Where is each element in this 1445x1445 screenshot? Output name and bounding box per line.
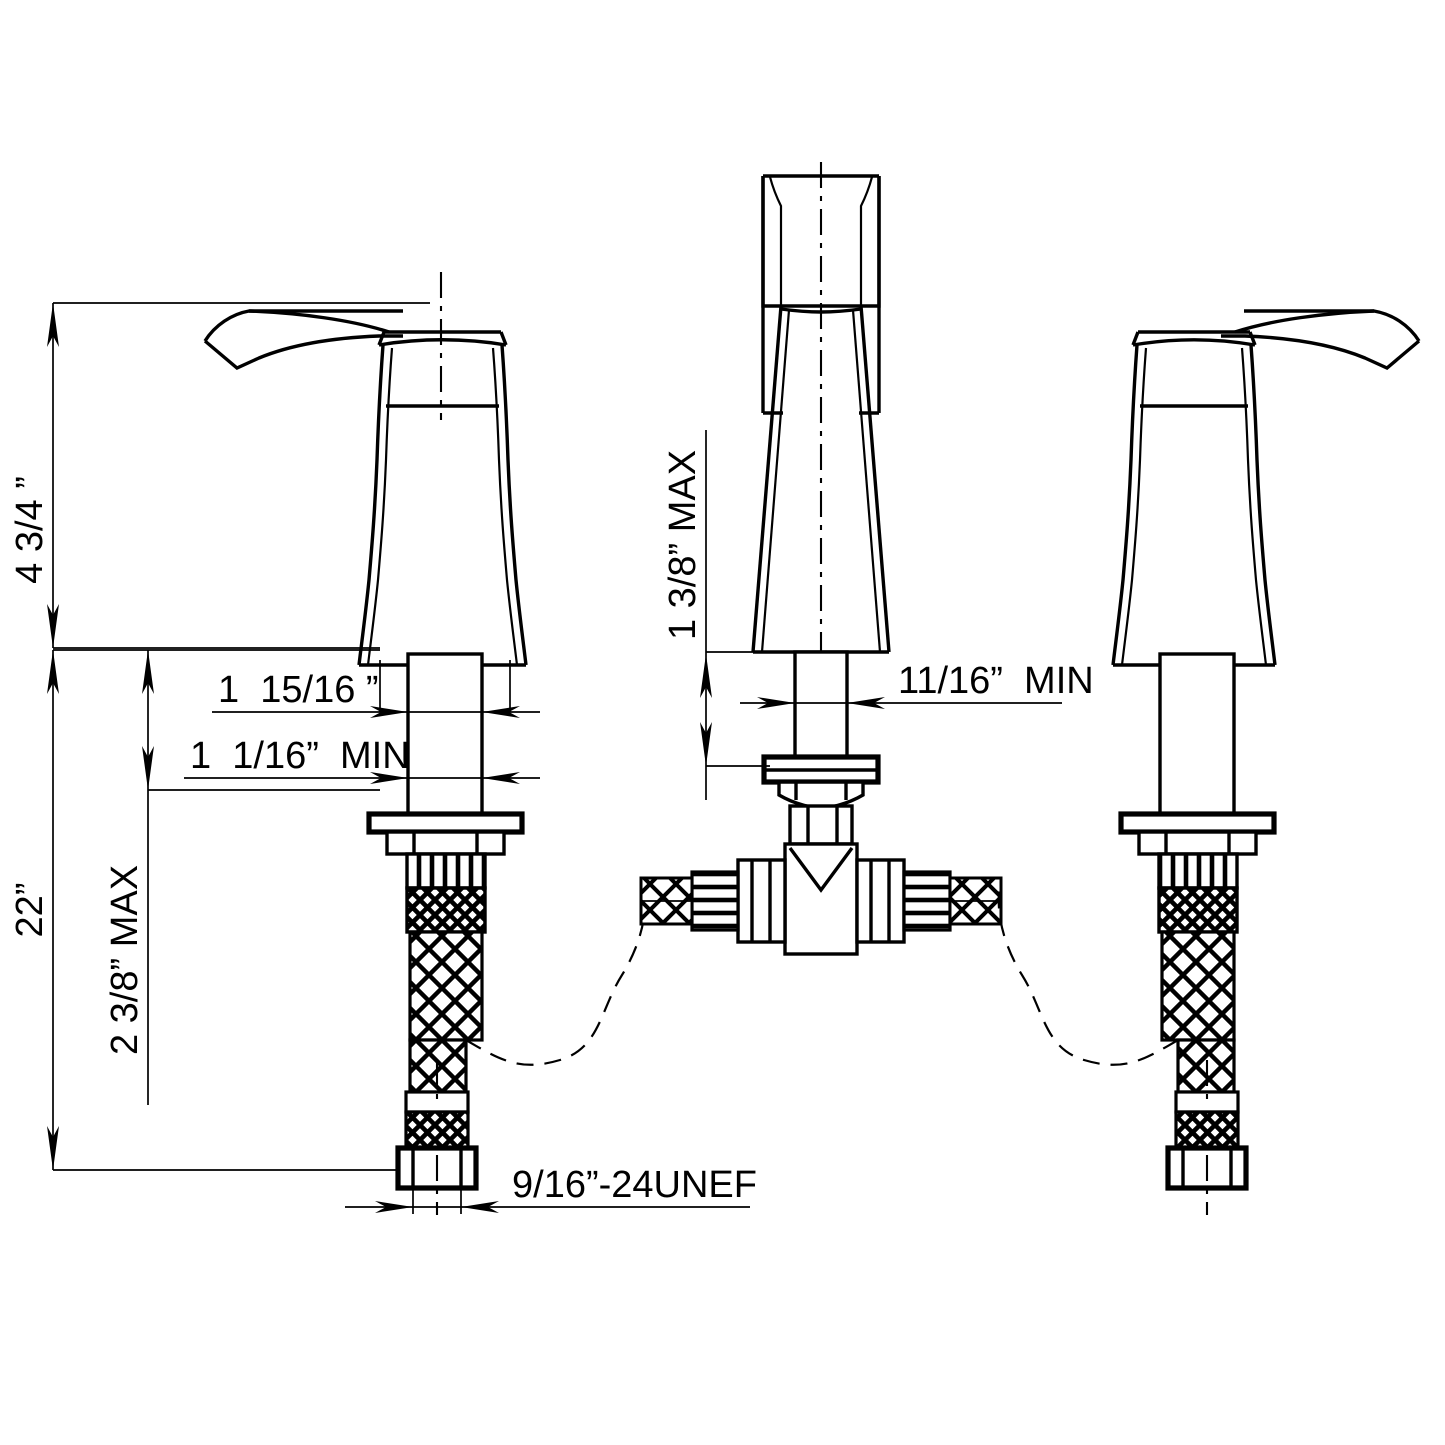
arrow-22-up [47,650,59,694]
handle-body-right-outer [500,344,528,666]
dim-1-15-16: 1 15/16 ” [212,660,540,718]
arrow-2-3-8-up [142,650,154,694]
valve-tee-body [783,842,859,956]
dim-label-thread: 9/16”-24UNEF [512,1164,757,1206]
dim-11-16-min: 11/16” MIN [740,660,1094,709]
right-handle-cap-curve [1132,338,1256,347]
spout-taper-right-inner [851,309,882,653]
view-right-handle [997,309,1421,1215]
right-lever-arm-bottom-edge [1221,334,1421,370]
hose-crimp-upper [405,852,487,890]
right-hose-crimp-upper [1157,852,1239,890]
handle-body-right-inner [491,347,519,666]
handle-cap-left-tip [377,331,386,346]
handle-cap-right-tip [499,331,508,346]
right-lever-arm-top-edge [1244,309,1421,342]
right-hose-collar-braid [1157,886,1239,934]
dim-22: 22” [9,649,400,1171]
handle-cap-curve [378,338,507,347]
right-hose-collar-braid-lower [1174,1110,1240,1150]
dim-label-22: 22” [9,883,51,938]
right-handle-cap-right-tip [1248,331,1257,346]
handle-body-left-inner [366,347,394,666]
valve-tee-v-mark [788,846,854,893]
braided-hose-upper [408,930,484,1042]
arrow-1-3-8-up [700,654,712,698]
dim-label-11-16-min: 11/16” MIN [898,660,1094,702]
right-handle-mount-flange [1118,811,1277,835]
right-lever-arm-inner-curve [1234,309,1375,334]
right-handle-cap-left-tip [1131,331,1140,346]
spout-top-inner-left [768,176,783,306]
hose-collar-braid-lower [404,1110,470,1150]
dim-thread: 9/16”-24UNEF [345,1164,757,1214]
dim-1-3-8-max: 1 3/8” MAX [662,430,800,800]
right-handle-mount-nut [1137,830,1258,856]
handle-shank [406,652,484,816]
spout-shank [793,650,849,759]
handle-body-left-outer [357,344,385,666]
right-handle-body-right-outer [1249,344,1277,666]
valve-hex-left [736,858,787,944]
right-handle-shank [1158,652,1236,816]
lever-arm-top-edge [203,309,403,342]
dim-label-4-3-4: 4 3/4 ” [9,476,51,584]
lever-arm-inner-curve [248,309,390,334]
right-handle-body-right-inner [1240,347,1268,666]
right-handle-body-left-inner [1120,347,1148,666]
right-braided-hose-upper [1160,930,1236,1042]
dim-label-1-1-16-min-text: 1 1/16” MIN [190,735,410,777]
arrow-11-16-right [847,697,885,709]
handle-mount-flange [366,811,525,835]
valve-ferrule-right [902,870,952,932]
spout-top-inner-right [859,176,874,306]
dim-1-1-16-min: 1 1/16” MIN [184,735,540,784]
hose-route-right [997,881,1179,1066]
arrow-2-3-8-down [142,746,154,790]
arrow-1-3-8-down [700,722,712,766]
arrow-22-down [47,1126,59,1170]
arrow-1-1-16-right [482,772,520,784]
valve-neck [788,804,854,846]
dim-2-3-8-max: 2 3/8” MAX [104,650,380,1105]
spout-taper-left-outer [751,305,783,653]
dim-label-1-3-8-max: 1 3/8” MAX [662,450,704,640]
valve-ferrule-left [690,870,740,932]
arrow-thread-right [461,1201,499,1213]
spout-top-base-curve [780,307,862,314]
dim-label-2-3-8-max: 2 3/8” MAX [104,865,146,1055]
arrow-1-1-16-left [370,772,408,784]
handle-mount-nut [385,830,506,856]
valve-hex-right [855,858,906,944]
arrow-4-3-4-up [47,303,59,347]
arrow-thread-left [375,1201,413,1213]
dim-label-1-15-16: 1 15/16 ” [218,669,379,711]
arrow-11-16-left [757,697,795,709]
view-center-spout [639,162,1003,956]
hose-collar-braid [405,886,487,934]
dim-4-3-4: 4 3/4 ” [9,302,430,649]
spout-dome-nut [777,780,865,810]
arrow-4-3-4-down [47,604,59,648]
spout-taper-right-outer [859,305,891,653]
lever-arm-bottom-edge [203,334,403,370]
hose-route-left [465,881,647,1066]
spout-taper-left-inner [760,309,791,653]
view-left-handle [203,272,647,1215]
right-handle-body-left-outer [1111,344,1139,666]
